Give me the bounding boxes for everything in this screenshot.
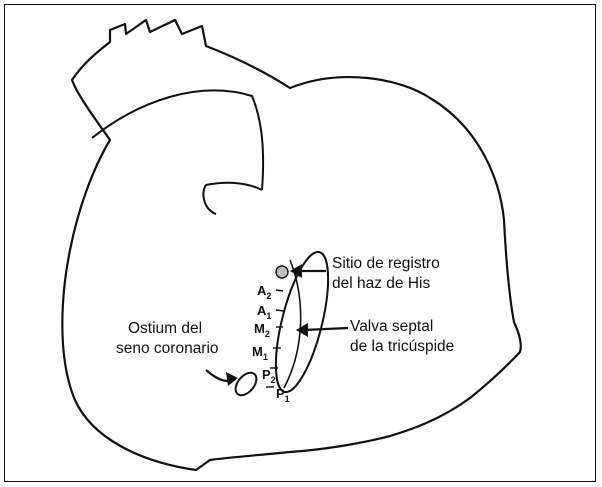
septal-valve-label-line1: Valva septal — [350, 318, 433, 335]
septal-valve-label-line2: de la tricúspide — [350, 338, 454, 355]
ostium-label-line2: seno coronario — [116, 340, 219, 357]
segment-label-a2: A2 — [257, 283, 271, 301]
aorta-line — [92, 90, 263, 190]
ostium-label-line1: Ostium del — [128, 320, 202, 337]
his-site-label-line1: Sitio de registro — [332, 255, 440, 272]
appendage-line — [203, 183, 262, 214]
heart-outline — [62, 20, 520, 470]
his-site-label-line2: del haz de His — [332, 275, 430, 292]
septal-leaflet — [284, 260, 301, 388]
segment-label-p1: P1 — [276, 386, 290, 404]
segment-label-m1: M1 — [252, 344, 268, 362]
segment-label-m2: M2 — [254, 321, 270, 339]
segment-label-a1: A1 — [257, 303, 271, 321]
coronary-sinus-ostium — [232, 369, 261, 399]
segment-label-p2: P2 — [262, 367, 276, 385]
his-site-marker — [276, 266, 288, 278]
